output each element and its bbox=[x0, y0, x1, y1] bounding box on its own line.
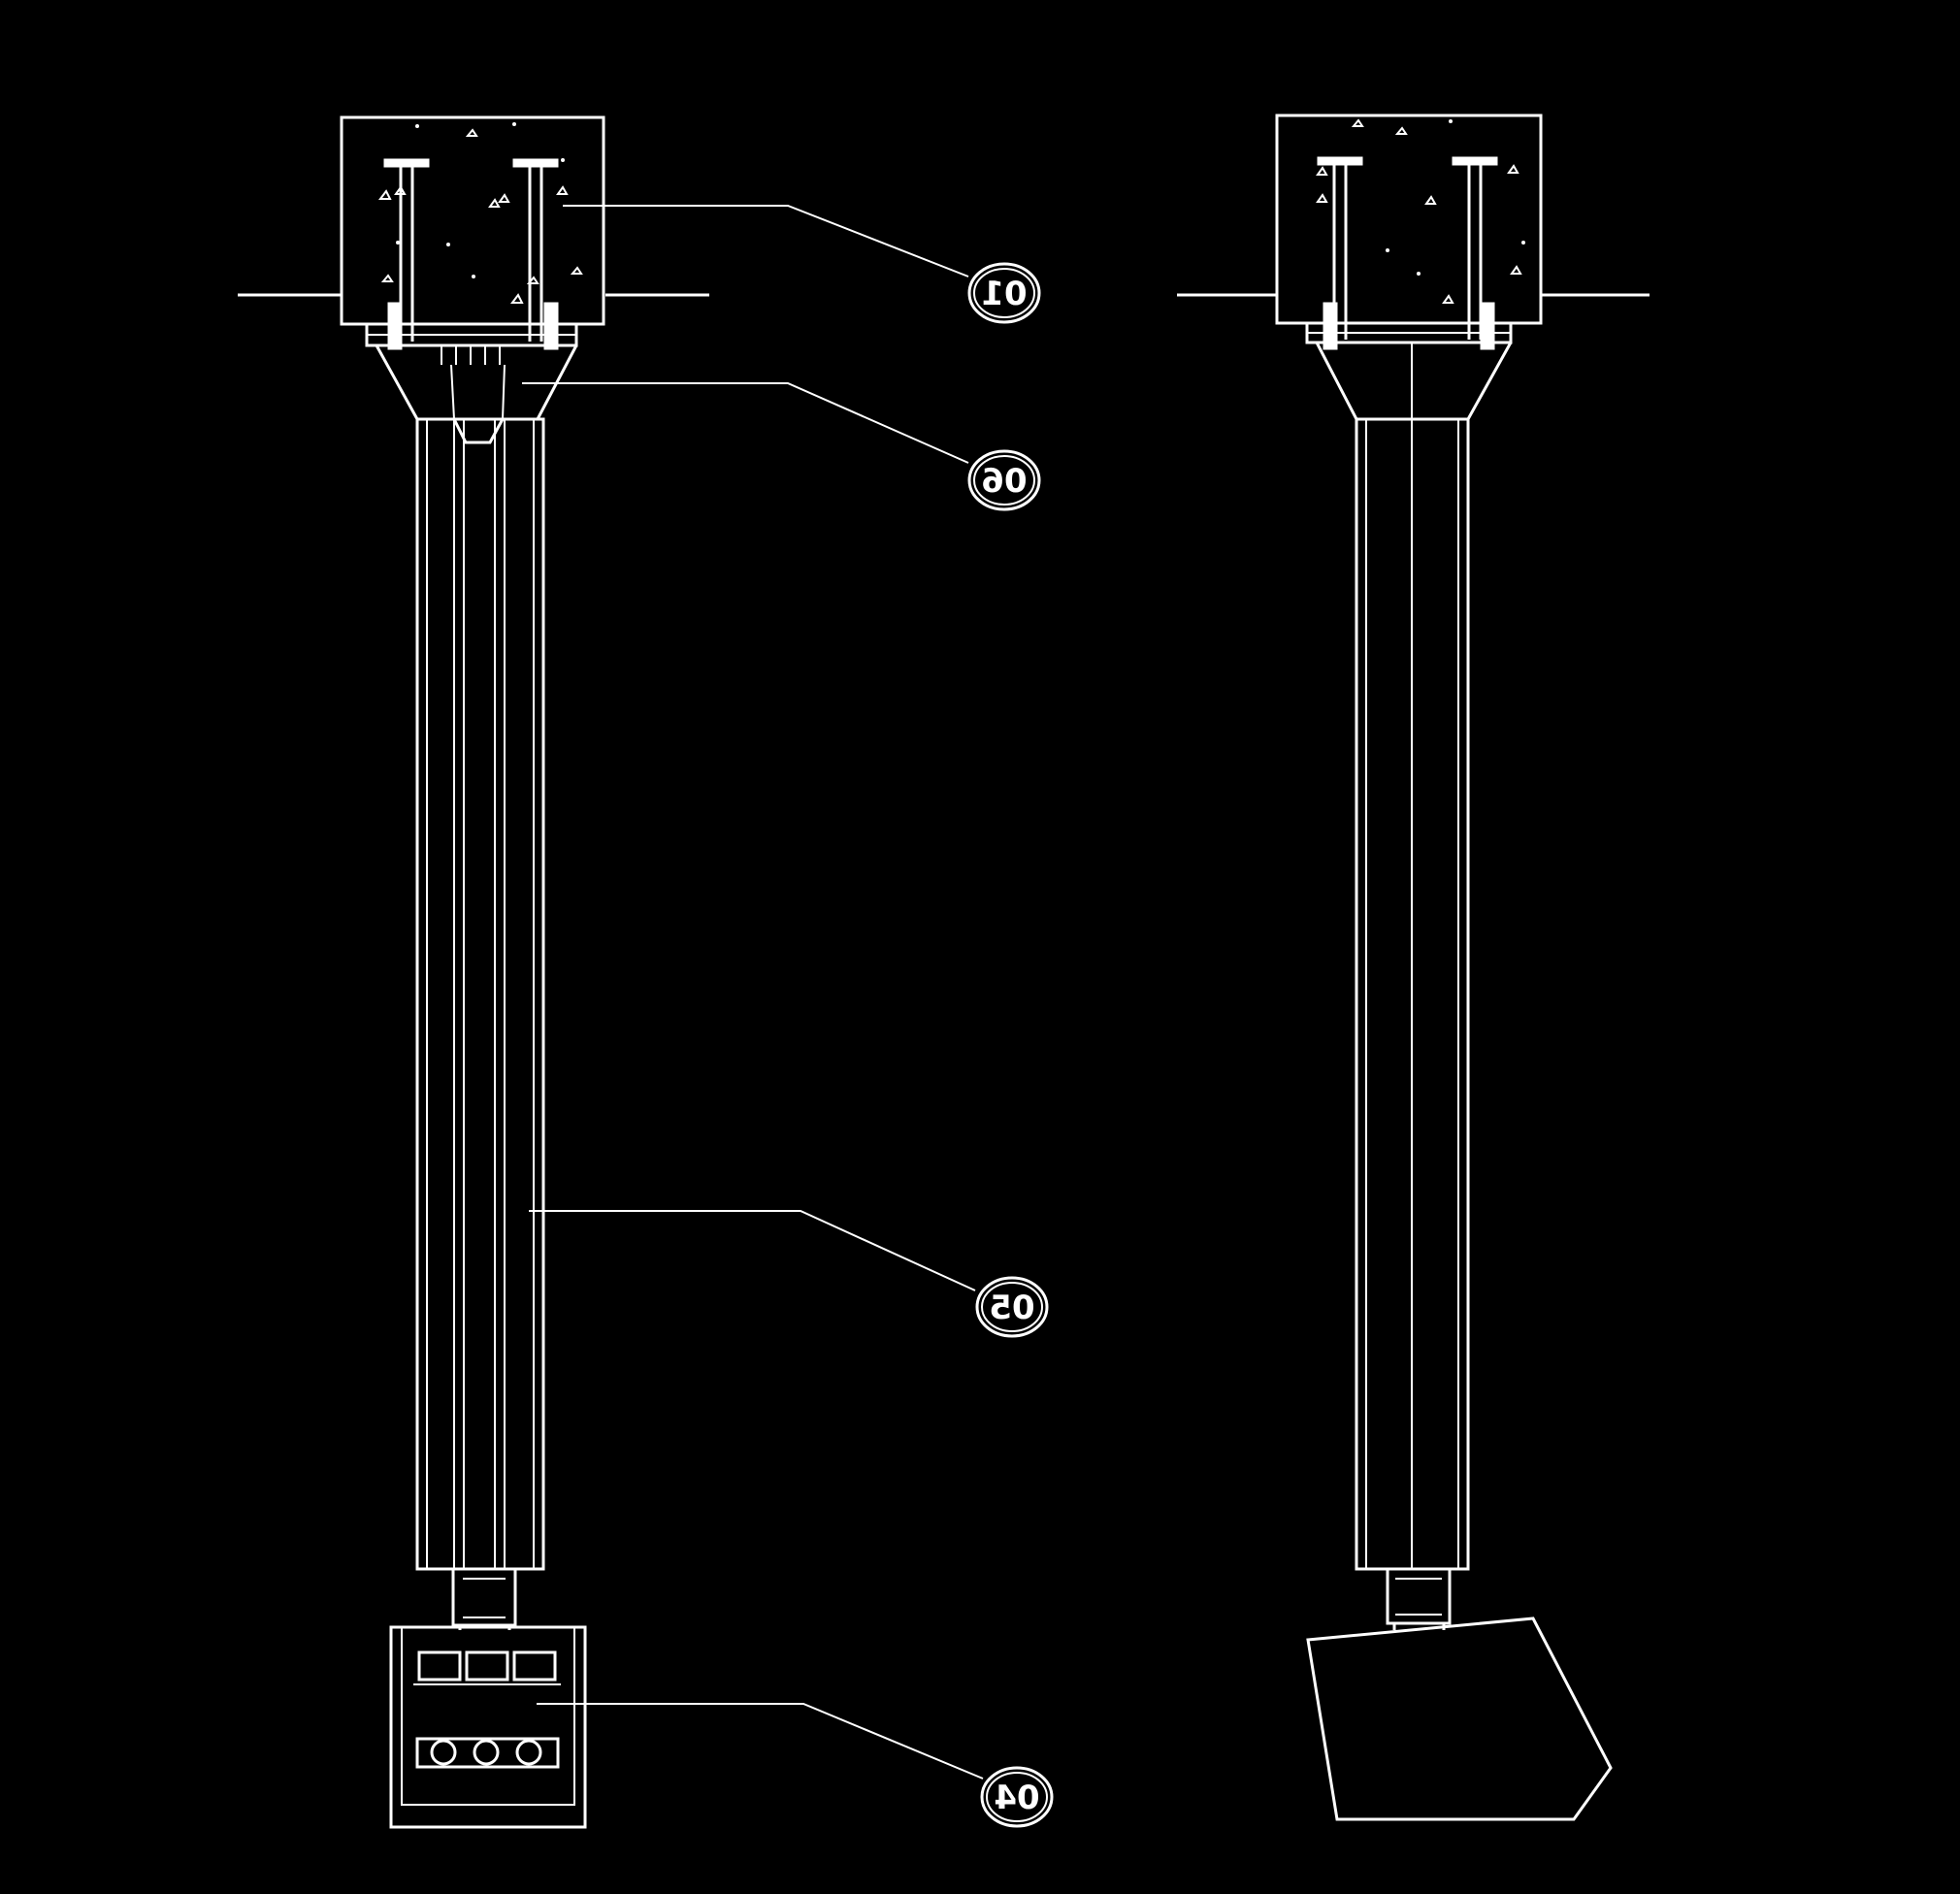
anchor-bolt-icon bbox=[383, 158, 559, 350]
connector-sleeve-icon-2 bbox=[1386, 1567, 1452, 1630]
angled-fixture-icon bbox=[1306, 1616, 1613, 1821]
callout-04: 04 bbox=[537, 1703, 1054, 1828]
callout-label-04: 04 bbox=[994, 1779, 1039, 1817]
callout-06: 06 bbox=[522, 382, 1041, 511]
anchor-bolt-icon-2 bbox=[1317, 156, 1498, 350]
concrete-aggregate-marks-2 bbox=[1316, 118, 1525, 304]
connector-sleeve-icon bbox=[451, 1567, 517, 1630]
callout-05: 05 bbox=[529, 1210, 1049, 1338]
left-assembly bbox=[238, 115, 709, 1829]
callout-label-05: 05 bbox=[989, 1289, 1034, 1327]
callout-label-01: 01 bbox=[981, 275, 1027, 313]
callout-01: 01 bbox=[563, 205, 1041, 324]
callout-label-06: 06 bbox=[981, 462, 1027, 501]
right-assembly bbox=[1177, 114, 1650, 1821]
fixture-box-icon bbox=[389, 1625, 587, 1829]
